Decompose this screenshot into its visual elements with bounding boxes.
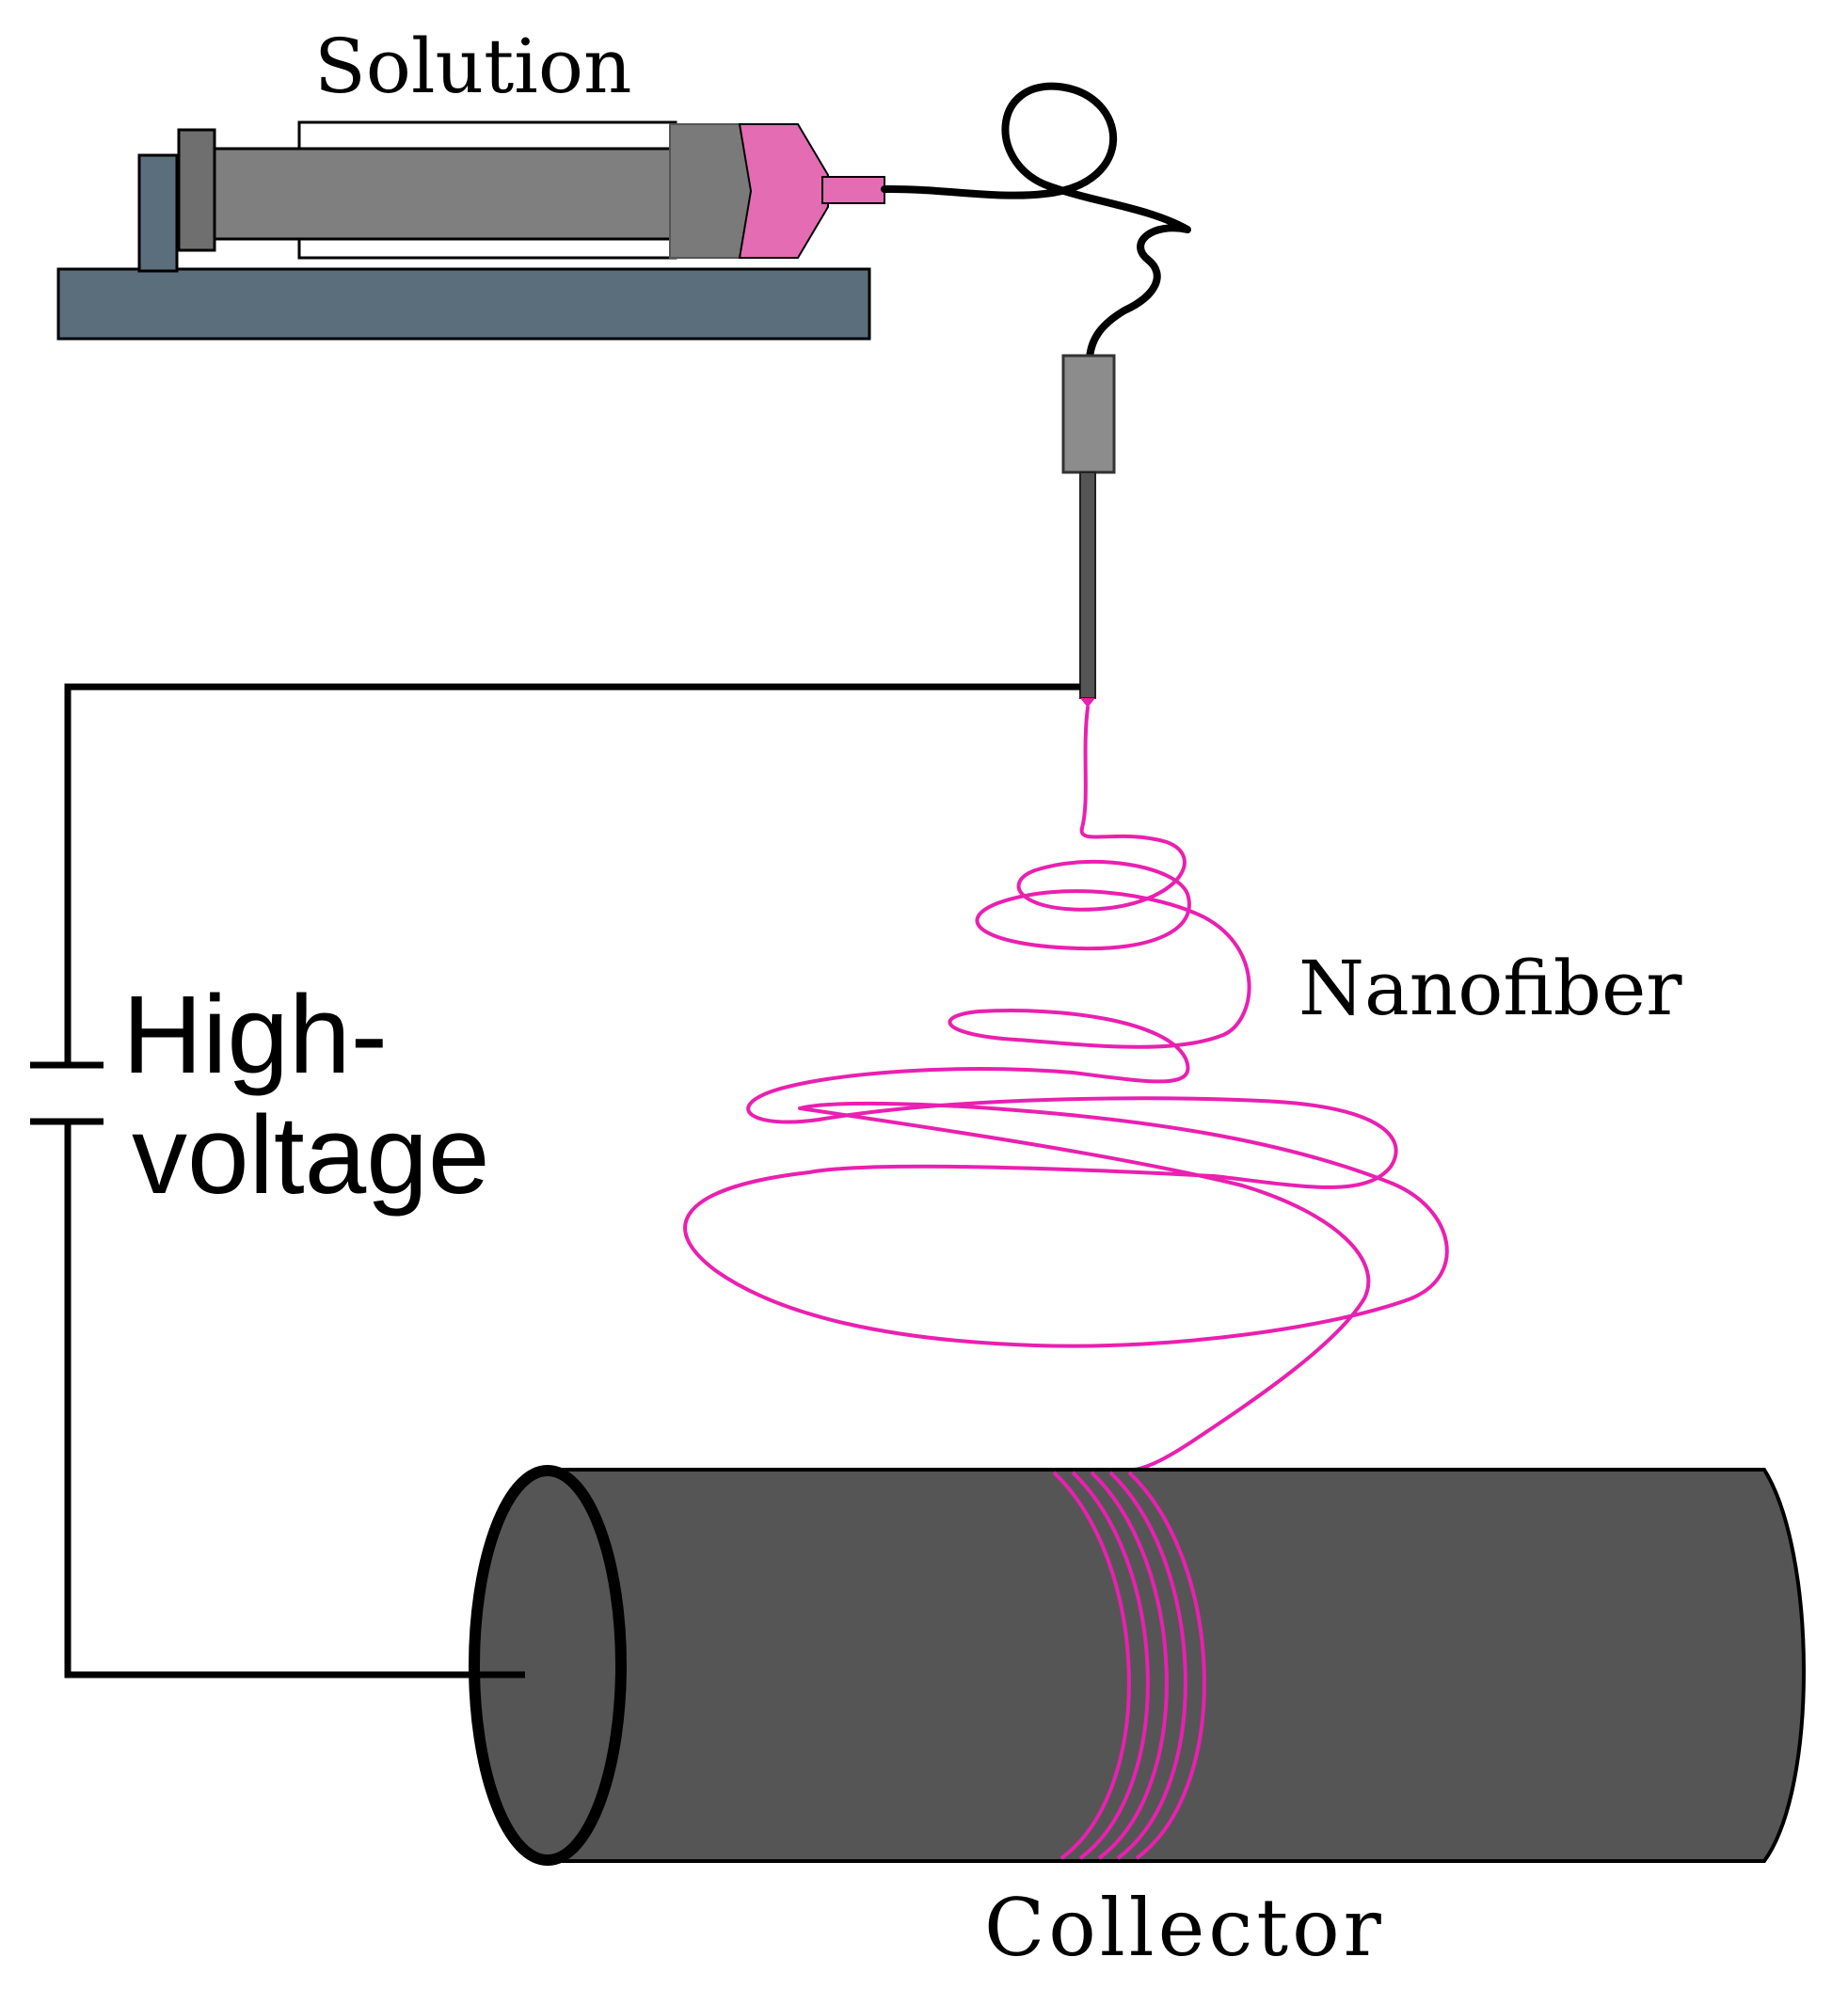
- syringe: [177, 120, 885, 260]
- plunger-rod: [213, 147, 677, 241]
- circuit-wire: [64, 683, 1080, 1679]
- collector-end-cap: [469, 1465, 627, 1866]
- pump-base: [56, 267, 871, 341]
- plunger-stopper: [669, 123, 752, 259]
- syringe-pump: [56, 153, 871, 341]
- collector: [469, 1465, 1806, 1866]
- high-voltage-label-line1: High-: [122, 973, 388, 1097]
- fiber-wraps: [1052, 1471, 1206, 1860]
- solution-fill: [738, 123, 829, 259]
- feed-tube: [881, 82, 1191, 361]
- needle: [1079, 471, 1096, 699]
- plunger-thumb: [177, 128, 216, 252]
- nanofiber-label: Nanofiber: [1298, 945, 1682, 1032]
- needle-hub: [1061, 354, 1116, 474]
- syringe-tip: [821, 176, 885, 204]
- pump-upright: [137, 153, 179, 273]
- solution-label: Solution: [314, 23, 632, 110]
- nanofiber-jet: [683, 706, 1449, 1472]
- taylor-cone: [1080, 698, 1095, 708]
- spinneret: [1061, 354, 1116, 708]
- collector-label: Collector: [984, 1882, 1385, 1974]
- high-voltage-label-line2: voltage: [132, 1093, 490, 1217]
